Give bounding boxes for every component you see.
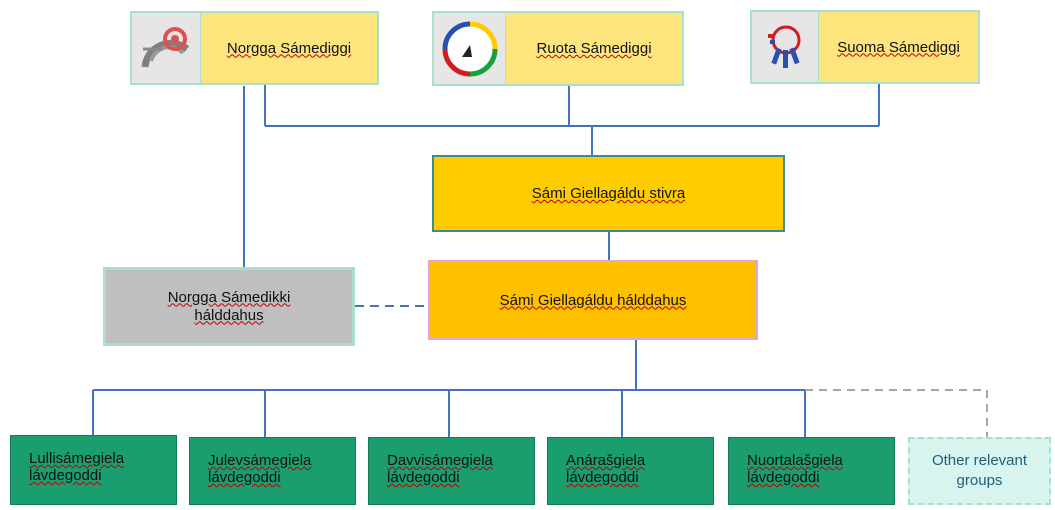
- sweden-sami-parliament-logo-icon: [442, 21, 497, 76]
- committee-line1: Anárašgiela: [566, 452, 646, 469]
- board-label: Sámi Giellagáldu stivra: [531, 185, 686, 202]
- finland-parliament-label: Suoma Sámediggi: [837, 38, 960, 56]
- committee-box: Julevsámegiela lávdegoddi: [189, 437, 356, 505]
- dashed-connector-other: [805, 389, 988, 437]
- norway-sami-parliament-logo-icon: [141, 27, 190, 68]
- committee-line2: lávdegoddi: [29, 467, 102, 484]
- norway-parliament-box: Norgga Sámediggi: [201, 11, 379, 85]
- norway-admin-box: Norgga Sámedikki hálddahus: [103, 267, 355, 346]
- committee-line2: lávdegoddi: [566, 469, 639, 486]
- committee-line2: lávdegoddi: [208, 469, 281, 486]
- committee-line1: Davvisámegiela: [387, 452, 493, 469]
- norway-admin-line2: hálddahus: [194, 306, 264, 324]
- committee-box: Davvisámegiela lávdegoddi: [368, 437, 535, 505]
- norway-parliament-label: Norgga Sámediggi: [226, 39, 352, 57]
- committee-box: Nuortalašgiela lávdegoddi: [728, 437, 895, 505]
- other-groups-line2: groups: [956, 472, 1003, 489]
- finland-sami-parliament-logo-icon: [768, 25, 801, 68]
- finland-parliament-box: Suoma Sámediggi: [819, 10, 980, 84]
- committee-line2: lávdegoddi: [747, 469, 820, 486]
- administration-label: Sámi Giellagáldu hálddahus: [499, 291, 687, 309]
- committee-line1: Lullisámegiela: [29, 450, 125, 467]
- committee-line1: Julevsámegiela: [208, 452, 312, 469]
- board-box: Sámi Giellagáldu stivra: [432, 155, 785, 232]
- committee-box: Lullisámegiela lávdegoddi: [10, 435, 177, 505]
- norway-parliament-logo: [130, 11, 202, 85]
- sweden-parliament-box: Ruota Sámediggi: [506, 11, 684, 86]
- committee-line1: Nuortalašgiela: [747, 452, 843, 469]
- committee-box: Anárašgiela lávdegoddi: [547, 437, 714, 505]
- finland-parliament-logo: [750, 10, 820, 84]
- other-groups-box: Other relevant groups: [908, 437, 1051, 505]
- administration-box: Sámi Giellagáldu hálddahus: [428, 260, 758, 340]
- sweden-parliament-label: Ruota Sámediggi: [536, 40, 652, 57]
- sweden-parliament-logo: [432, 11, 507, 86]
- norway-admin-line1: Norgga Sámedikki: [167, 288, 291, 306]
- committee-line2: lávdegoddi: [387, 469, 460, 486]
- other-groups-line1: Other relevant: [931, 452, 1028, 469]
